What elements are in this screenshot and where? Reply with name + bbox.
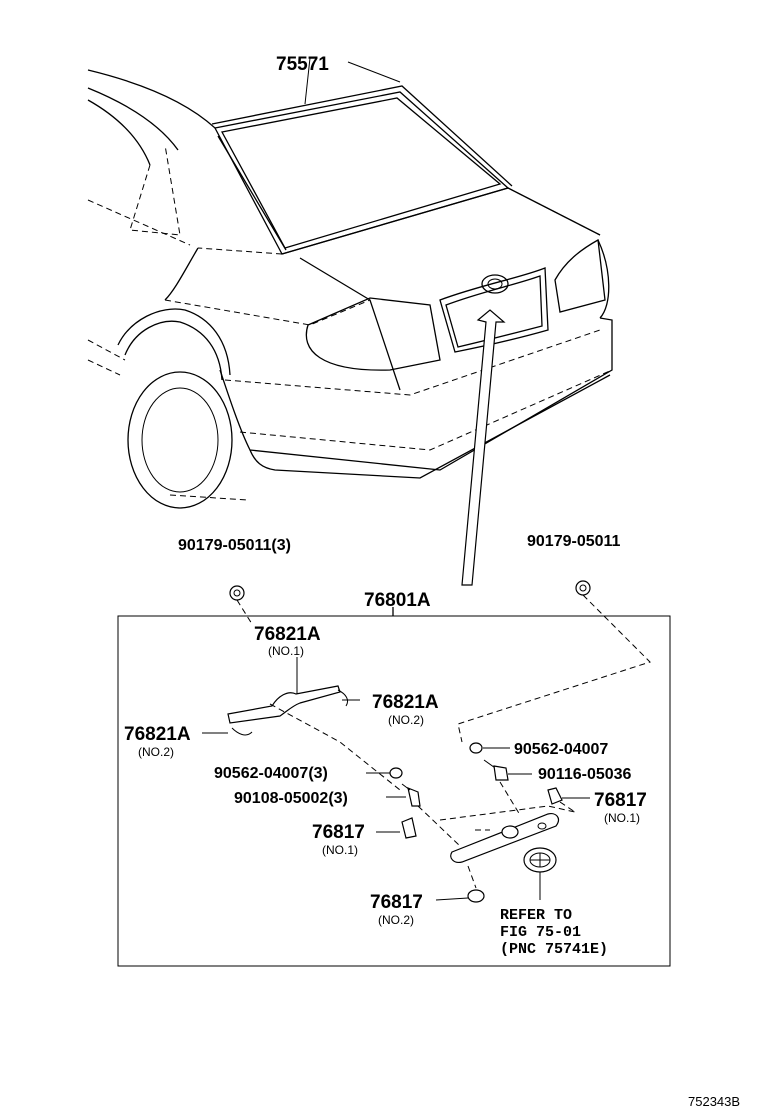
license-garnish-part [450,813,560,863]
washer-left-icon [389,767,403,779]
bolt-right-icon [483,759,509,781]
label-clip-left-sub: (NO.1) [322,843,358,857]
label-clip-bottom: 76817 [370,892,423,913]
garnish-no1-part [227,685,341,724]
label-garnish-no2-left: 76821A [124,724,191,745]
nut-right-icon [575,580,591,596]
car-rear-illustration [87,69,613,509]
label-clip-bottom-sub: (NO.2) [378,913,414,927]
label-bolt-right: 90116-05036 [538,766,632,783]
diagram-code: 752343B [688,1094,740,1109]
label-moulding: 75571 [276,54,329,75]
label-garnish-no1-sub: (NO.1) [268,644,304,658]
label-washer-left: 90562-04007(3) [214,765,328,782]
label-clip-right: 76817 [594,790,647,811]
refer-line-3: (PNC 75741E) [500,941,608,958]
refer-line-1: REFER TO [500,907,572,924]
refer-line-2: FIG 75-01 [500,924,581,941]
label-washer-right: 90562-04007 [514,741,608,758]
clip-right-icon [547,787,563,805]
bolt-left-icon [401,783,421,807]
emblem-icon [523,847,557,873]
label-nut-right: 90179-05011 [527,533,621,550]
pointer-arrow [461,309,506,586]
exploded-view-frame [117,615,671,967]
label-clip-left: 76817 [312,822,365,843]
label-garnish-no2-right-sub: (NO.2) [388,713,424,727]
label-bolt-left: 90108-05002(3) [234,790,348,807]
label-garnish-no2-left-sub: (NO.2) [138,745,174,759]
label-nut-left: 90179-05011(3) [178,537,291,554]
nut-left-icon [229,585,245,601]
label-garnish-assy: 76801A [364,590,431,611]
label-garnish-no1: 76821A [254,624,321,645]
clip-bottom-icon [467,889,485,903]
label-clip-right-sub: (NO.1) [604,811,640,825]
clip-left-icon [401,817,417,839]
label-garnish-no2-right: 76821A [372,692,439,713]
washer-right-icon [469,742,483,754]
